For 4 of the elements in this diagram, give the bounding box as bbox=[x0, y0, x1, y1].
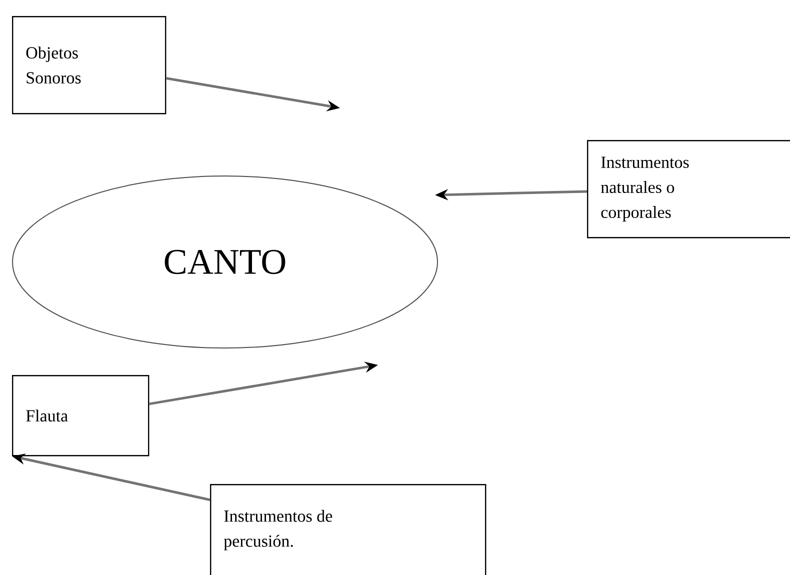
label-box: Instrumentos naturales o corporales bbox=[587, 140, 790, 238]
label-box: Instrumentos de percusión. bbox=[210, 484, 486, 575]
label-box: Flauta bbox=[12, 375, 150, 456]
label-box: Objetos Sonoros bbox=[12, 16, 166, 114]
